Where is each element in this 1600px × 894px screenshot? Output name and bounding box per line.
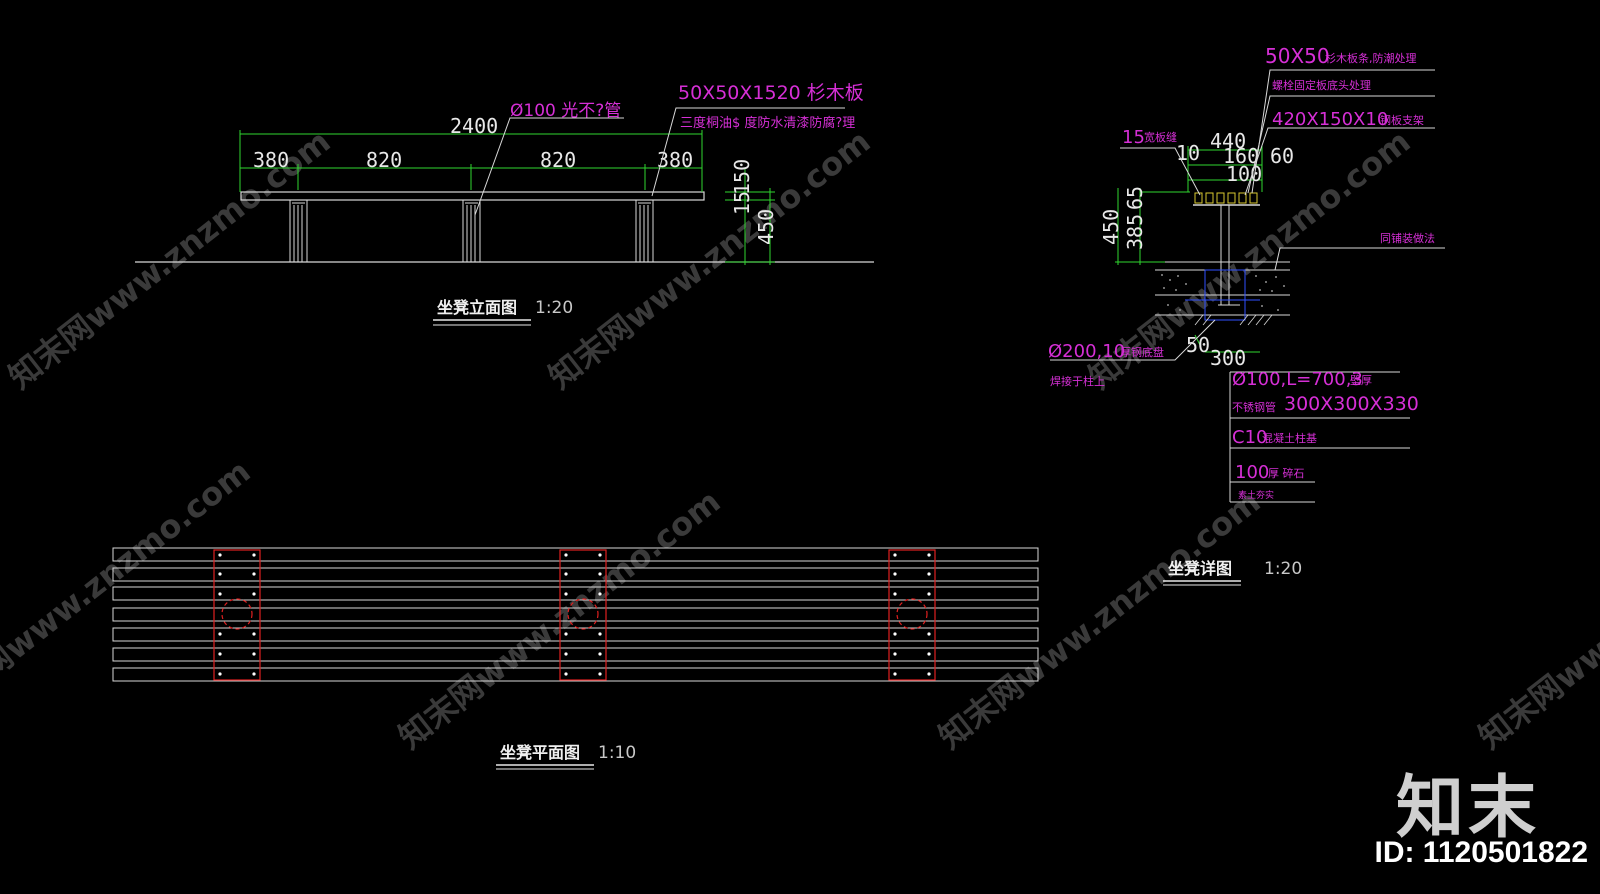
watermark-text: 知末网www.znzmo.com [0, 452, 257, 726]
elevation-dim-height-total: 450 [754, 209, 778, 245]
elevation-scale: 1:20 [535, 298, 573, 318]
detail-note-gap: 15 [1122, 127, 1145, 148]
detail-note-pipe: Ø100,L=700,3 [1232, 369, 1363, 390]
elevation-note-pipe: Ø100 光不?管 [510, 101, 621, 121]
detail-note-gravel-cn: 厚 碎石 [1268, 466, 1305, 480]
elevation-dim-height-mid: 150 [730, 159, 754, 195]
watermark-text: 知末网www.znzmo.com [1472, 482, 1600, 756]
elevation-dim-seg3: 820 [540, 148, 576, 172]
gravel-pattern [1161, 274, 1285, 311]
detail-note-top: 50X50 [1265, 44, 1330, 68]
elevation-dim-seg1: 380 [253, 148, 289, 172]
detail-dim-160: 160 [1223, 144, 1259, 168]
detail-note-plate: Ø200,10 [1048, 341, 1125, 362]
detail-dim-385: 385 [1123, 214, 1147, 250]
plan-title: 坐凳平面图 [500, 743, 580, 762]
elevation-title: 坐凳立面图 [437, 298, 517, 317]
detail-dim-100-top: 100 [1226, 162, 1262, 186]
watermark-text: 知末网www.znzmo.com [932, 482, 1268, 756]
detail-note-gap-cn: 宽板缝 [1144, 130, 1177, 144]
detail-note-top-cn: 杉木板条,防潮处理 [1325, 51, 1417, 65]
detail-note-footing: 300X300X330 [1284, 393, 1419, 415]
detail-dim-300: 300 [1210, 346, 1246, 370]
detail-dim-450: 450 [1099, 209, 1123, 245]
image-id-label: ID: 1120501822 [1374, 836, 1588, 869]
bench-detail: 440 10 160 60 100 450 385 65 50 300 50X5… [1048, 44, 1445, 586]
elevation-dim-height-top: 15 [730, 191, 754, 215]
detail-note-soil: 素土夯实 [1238, 489, 1274, 501]
bench-plan: 坐凳平面图 1:10 [112, 547, 1039, 770]
detail-scale: 1:20 [1264, 559, 1302, 579]
detail-note-bracket-cn: 钢板支架 [1380, 113, 1424, 127]
plan-scale: 1:10 [598, 743, 636, 763]
bench-elevation: 2400 380 820 820 380 15 150 450 Ø100 光不?… [135, 82, 874, 326]
detail-dim-10: 10 [1176, 141, 1200, 165]
elevation-dim-seg2: 820 [366, 148, 402, 172]
detail-note-paving: 同铺装做法 [1380, 231, 1435, 245]
detail-note-weld: 焊接于柱上 [1050, 374, 1105, 388]
detail-note-steel: 不锈钢管 [1232, 400, 1276, 414]
elevation-note-finish: 三度桐油$ 度防水清漆防腐?理 [680, 115, 855, 131]
detail-note-bracket: 420X150X10 [1272, 109, 1388, 130]
watermark-text: 知末网www.znzmo.com [542, 122, 878, 396]
elevation-dim-seg4: 380 [657, 148, 693, 172]
detail-title: 坐凳详图 [1168, 559, 1232, 578]
elevation-note-board: 50X50X1520 杉木板 [678, 82, 864, 104]
detail-note-plate-cn: 厚钢底盘 [1120, 345, 1164, 359]
elevation-dim-total: 2400 [450, 114, 498, 138]
brand-logo-text: 知末 [1395, 769, 1540, 848]
detail-note-concrete: C10 [1232, 427, 1267, 448]
detail-dim-60: 60 [1270, 144, 1294, 168]
plan-slats [112, 547, 1039, 682]
detail-note-gravel: 100 [1235, 462, 1269, 483]
detail-note-bolt: 螺栓固定板底头处理 [1272, 78, 1371, 92]
plan-brackets [213, 549, 936, 681]
detail-note-concrete-cn: 混凝土柱基 [1262, 431, 1317, 445]
detail-dim-65: 65 [1123, 186, 1147, 210]
detail-note-pipe-cn: 壁厚 [1350, 373, 1372, 387]
detail-dim-440: 440 [1210, 129, 1246, 153]
plan-bolts [218, 553, 931, 676]
